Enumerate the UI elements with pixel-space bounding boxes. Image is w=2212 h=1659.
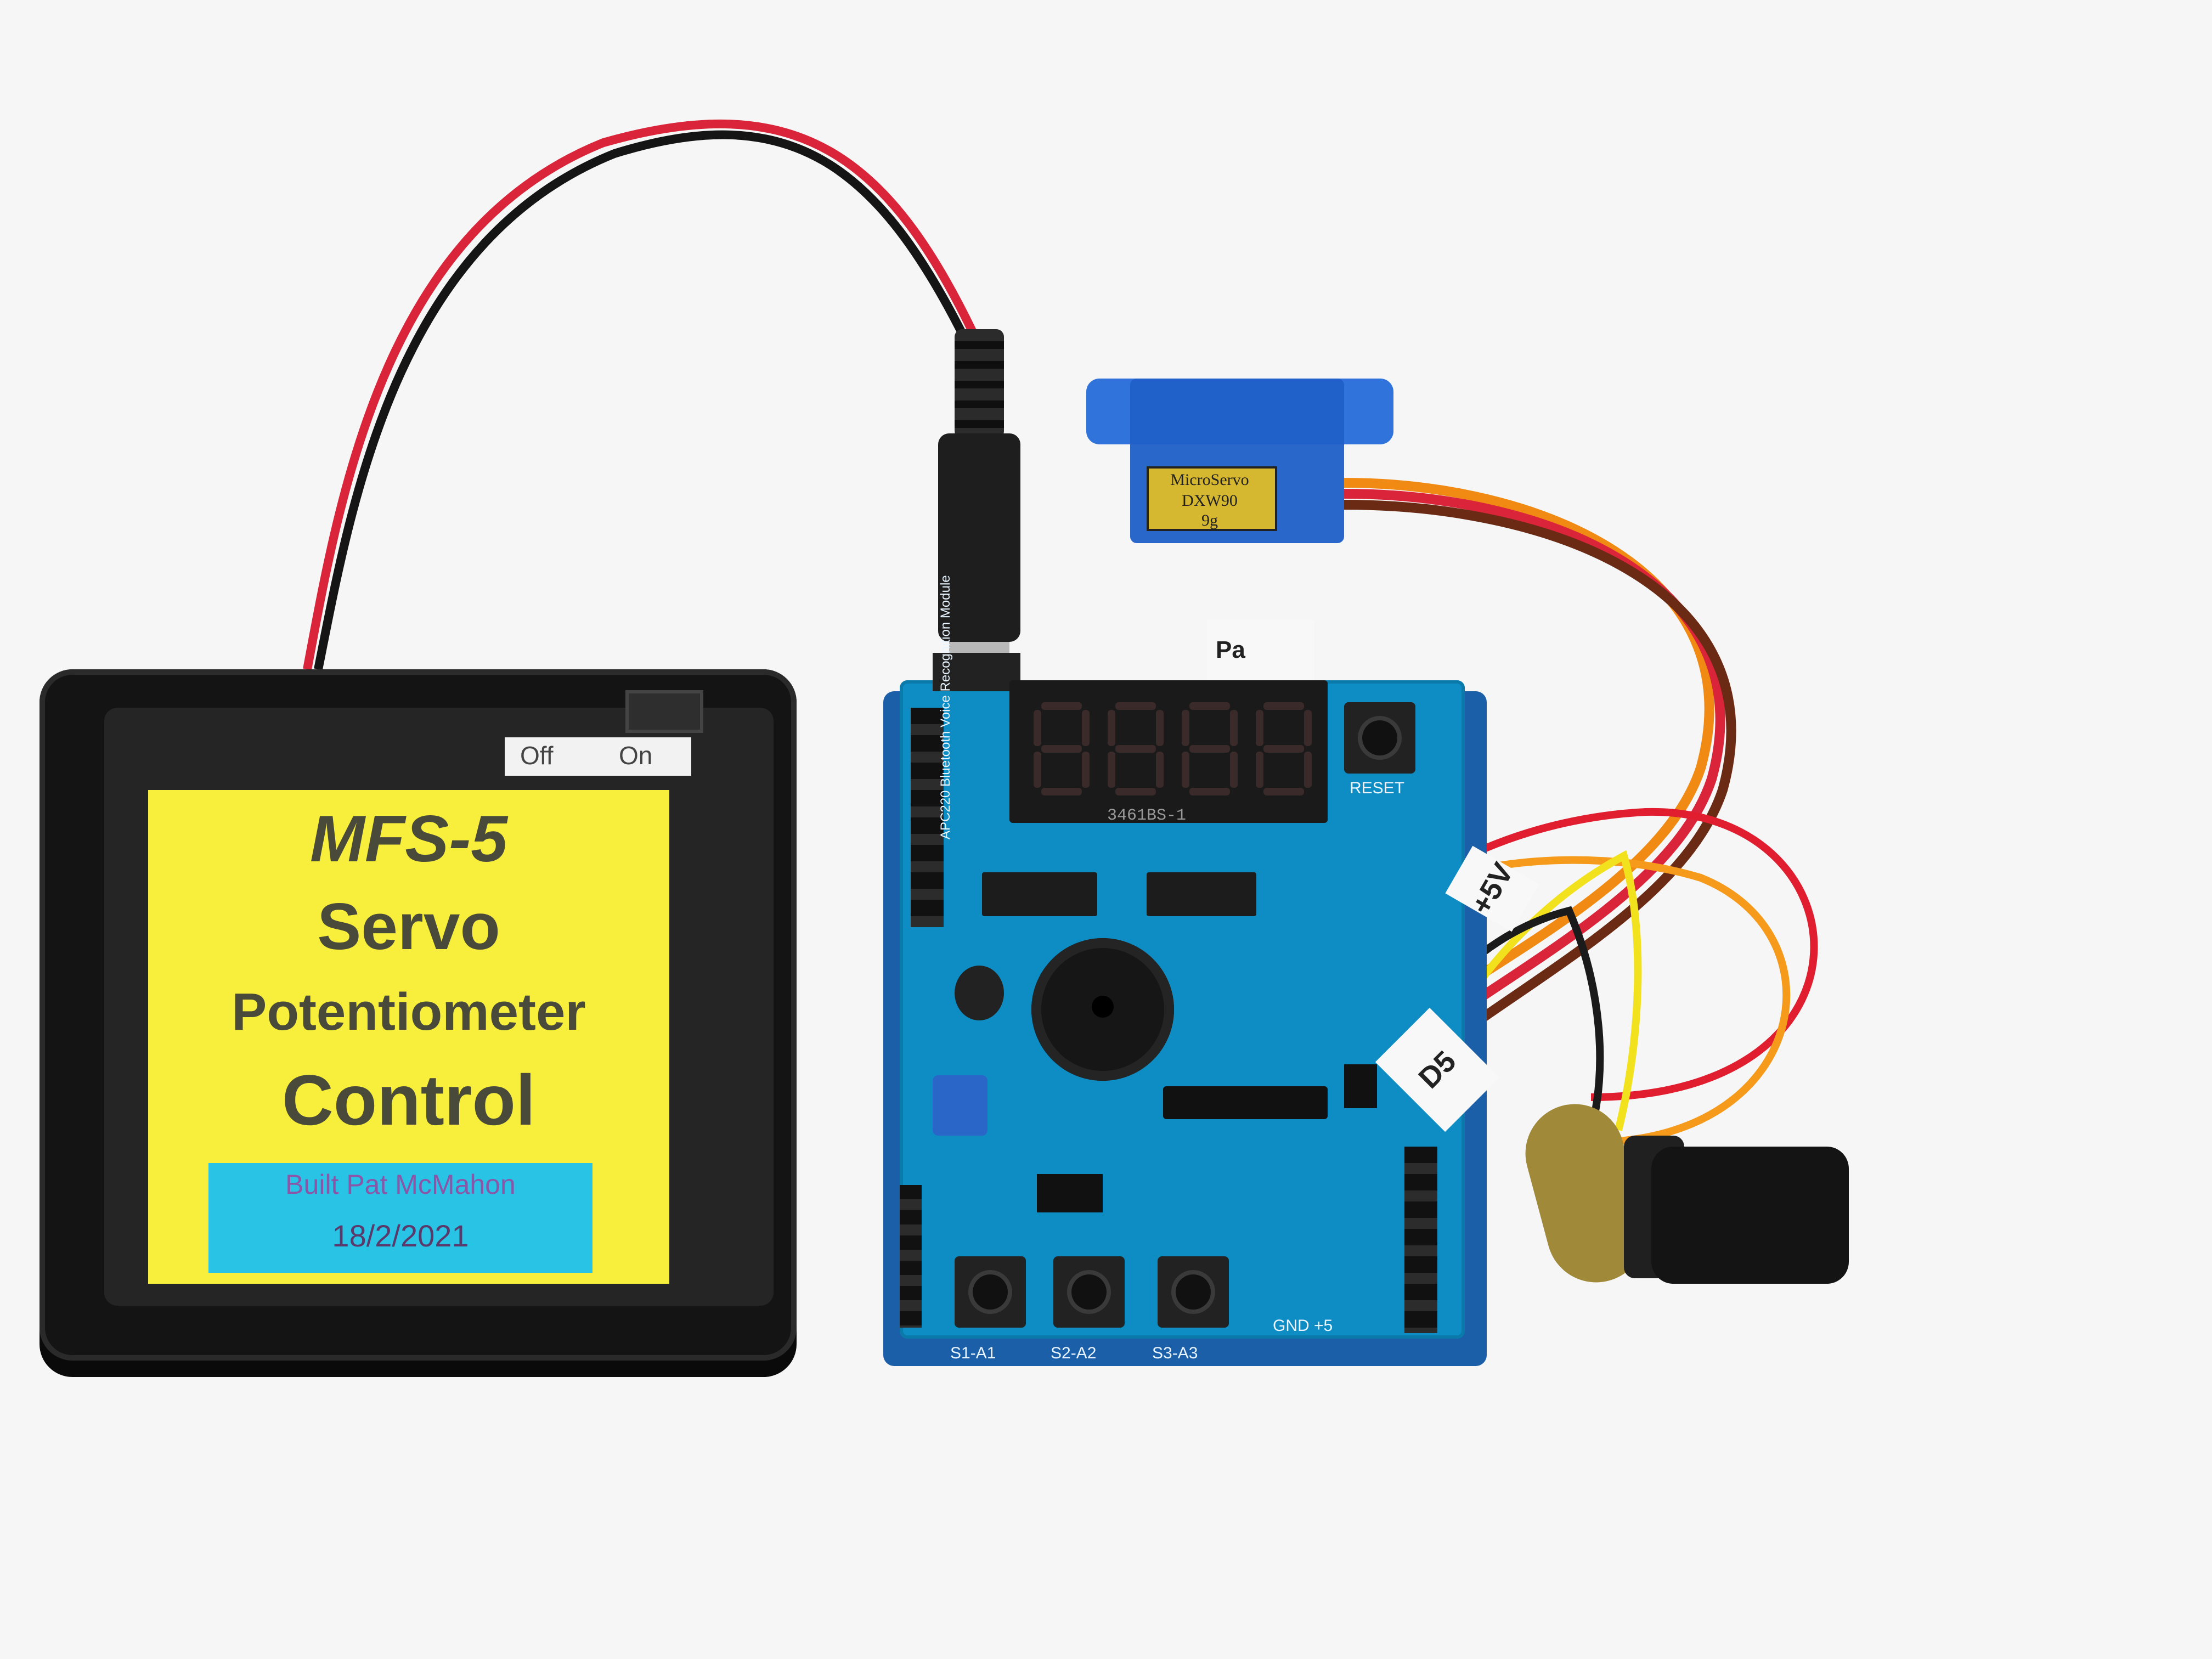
display-digit	[1180, 702, 1240, 795]
display-segment	[1115, 702, 1156, 710]
display-segment	[1230, 752, 1238, 788]
button-s3-cap[interactable]	[1176, 1274, 1211, 1310]
display-digit	[1254, 702, 1314, 795]
jumper-j2	[1037, 1174, 1103, 1212]
display-segment	[1189, 702, 1230, 710]
button-s1-label: S1-A1	[950, 1344, 996, 1362]
label-builder: Built Pat McMahon	[285, 1169, 516, 1200]
display-segment	[1082, 710, 1090, 746]
digital-header	[1404, 1147, 1437, 1333]
reset-button[interactable]	[1344, 702, 1415, 774]
label-date: 18/2/2021	[332, 1218, 469, 1253]
battery-red-wire	[303, 119, 981, 670]
display-segment	[1034, 710, 1041, 746]
label-line-potentiometer: Potentiometer	[232, 983, 586, 1041]
display-segment	[1304, 710, 1312, 746]
battery-black-wire	[314, 130, 970, 670]
buzzer-hole	[1092, 996, 1114, 1018]
servo-weight: 9g	[1201, 511, 1218, 529]
back-tag: Pa	[1207, 620, 1314, 680]
display-segment	[1108, 710, 1115, 746]
display-segment	[1041, 702, 1082, 710]
display-segment	[1189, 745, 1230, 753]
ir-sensor-header	[1163, 1086, 1328, 1119]
display-segment	[1263, 788, 1304, 795]
capacitor-c5	[955, 966, 1004, 1020]
display-segment	[1263, 702, 1304, 710]
display-segment	[1182, 752, 1189, 788]
button-s2-label: S2-A2	[1051, 1344, 1097, 1362]
display-segment	[1182, 710, 1189, 746]
display-segment	[1230, 710, 1238, 746]
analog-header	[900, 1185, 922, 1328]
shift-register-u2	[1147, 872, 1256, 916]
seven-segment-display	[1009, 680, 1328, 823]
button-s2-cap[interactable]	[1071, 1274, 1107, 1310]
button-s1-cap[interactable]	[973, 1274, 1008, 1310]
display-segment	[1041, 788, 1082, 795]
servo-label	[1147, 466, 1277, 531]
module-header-left	[911, 708, 944, 927]
display-segment	[1304, 752, 1312, 788]
switch-label-panel	[505, 737, 691, 776]
button-s1[interactable]	[955, 1256, 1026, 1328]
button-s2[interactable]	[1053, 1256, 1125, 1328]
label-line-servo: Servo	[317, 890, 500, 963]
module-silkscreen: APC220 Bluetooth Voice Recognition Modul…	[938, 575, 953, 839]
display-segment	[1041, 745, 1082, 753]
button-s3[interactable]	[1158, 1256, 1229, 1328]
display-segment	[1082, 752, 1090, 788]
dc-plug	[938, 433, 1020, 642]
display-segment	[1263, 745, 1304, 753]
display-segment	[1115, 788, 1156, 795]
servo-brand: MicroServo	[1170, 471, 1249, 489]
power-switch[interactable]	[625, 690, 703, 733]
display-part-number: 3461BS-1	[1107, 806, 1187, 825]
servo-model: DXW90	[1182, 492, 1238, 510]
switch-on-label: On	[619, 741, 653, 770]
jumper-j1	[1344, 1064, 1377, 1108]
display-segment	[1256, 752, 1263, 788]
shift-register-u3	[982, 872, 1097, 916]
display-segment	[1034, 752, 1041, 788]
button-s3-label: S3-A3	[1152, 1344, 1198, 1362]
display-segment	[1108, 752, 1115, 788]
reset-label: RESET	[1350, 779, 1405, 797]
label-line-control: Control	[281, 1060, 536, 1140]
display-segment	[1156, 752, 1164, 788]
display-digit	[1031, 702, 1092, 795]
display-segment	[1256, 710, 1263, 746]
power-header-label: GND +5	[1273, 1317, 1333, 1335]
switch-off-label: Off	[520, 741, 554, 770]
label-title: MFS-5	[310, 802, 507, 876]
display-segment	[1156, 710, 1164, 746]
power-jack	[933, 653, 1020, 691]
display-digit	[1105, 702, 1166, 795]
trimmer-potentiometer[interactable]	[933, 1075, 988, 1136]
display-segment	[1115, 745, 1156, 753]
potentiometer-knob[interactable]	[1651, 1147, 1849, 1284]
display-segment	[1189, 788, 1230, 795]
reset-button-cap[interactable]	[1362, 720, 1397, 755]
dc-plug-strain-relief	[955, 329, 1004, 439]
builder-label-bg	[208, 1163, 592, 1273]
